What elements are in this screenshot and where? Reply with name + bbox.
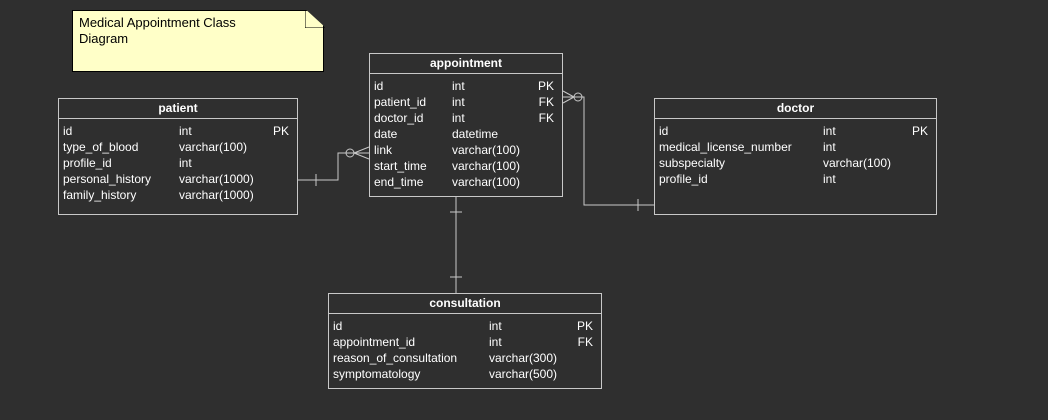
attribute-key (271, 171, 293, 187)
attribute-key (534, 174, 558, 190)
relation-appointment-consultation (450, 197, 462, 293)
diagram-note: Medical Appointment Class Diagram (72, 10, 324, 72)
attribute-name: doctor_id (374, 111, 424, 125)
attribute-key (534, 126, 558, 142)
relation-patient-appointment (298, 146, 370, 186)
attribute-key (271, 155, 293, 171)
attribute-key (573, 350, 597, 366)
attribute-name: id (63, 124, 73, 138)
entity-patient[interactable]: patient id int PK type_of_blood varchar(100)… (58, 98, 298, 215)
attribute-row: link varchar(100) (374, 142, 558, 158)
attribute-name: end_time (374, 175, 424, 189)
attribute-type: varchar(500) (489, 367, 558, 381)
entity-title: appointment (370, 54, 562, 74)
attribute-key (905, 139, 932, 155)
attribute-name: type_of_blood (63, 140, 139, 154)
attribute-row: personal_history varchar(1000) (63, 171, 293, 187)
attribute-row: family_history varchar(1000) (63, 187, 293, 203)
attribute-name: patient_id (374, 95, 427, 109)
attribute-row: start_time varchar(100) (374, 158, 558, 174)
attribute-name: id (659, 124, 669, 138)
attribute-key: FK (538, 111, 554, 125)
attribute-row: appointment_id int FK (333, 334, 597, 350)
attribute-type: int (489, 319, 502, 333)
attribute-type: varchar(300) (489, 351, 558, 365)
attribute-row: date datetime (374, 126, 558, 142)
attribute-name: link (374, 143, 393, 157)
attribute-row: profile_id int (659, 171, 932, 187)
entity-title: patient (59, 99, 297, 119)
attribute-type: int (452, 95, 465, 109)
attribute-row: type_of_blood varchar(100) (63, 139, 293, 155)
attribute-name: reason_of_consultation (333, 351, 458, 365)
attribute-name: medical_license_number (659, 140, 792, 154)
attribute-name: start_time (374, 159, 427, 173)
attribute-type: varchar(100) (452, 143, 521, 157)
attribute-key: FK (538, 95, 554, 109)
attribute-row: patient_id int FK (374, 94, 558, 110)
attribute-type: int (452, 79, 465, 93)
attribute-type: varchar(1000) (179, 172, 254, 186)
attribute-key (271, 187, 293, 203)
attribute-key: PK (576, 319, 593, 333)
attribute-row: profile_id int (63, 155, 293, 171)
attribute-row: doctor_id int FK (374, 110, 558, 126)
relation-doctor-appointment (562, 90, 654, 211)
attribute-key (905, 171, 932, 187)
attribute-row: id int PK (333, 318, 597, 334)
attribute-type: int (823, 124, 836, 138)
attribute-type: varchar(100) (452, 159, 521, 173)
attribute-name: symptomatology (333, 367, 421, 381)
attribute-row: medical_license_number int (659, 139, 932, 155)
attribute-type: varchar(1000) (179, 188, 254, 202)
attribute-key: PK (537, 79, 554, 93)
attribute-name: id (333, 319, 343, 333)
attribute-key (271, 139, 293, 155)
attribute-key (905, 155, 932, 171)
attribute-type: int (179, 156, 192, 170)
attribute-name: profile_id (63, 156, 112, 170)
attribute-type: varchar(100) (452, 175, 521, 189)
attribute-type: int (823, 140, 836, 154)
attribute-type: varchar(100) (823, 156, 892, 170)
attribute-key (573, 366, 597, 382)
attribute-row: id int PK (374, 78, 558, 94)
entity-title: consultation (329, 294, 601, 314)
attribute-name: date (374, 127, 398, 141)
attribute-type: int (489, 335, 502, 349)
attribute-type: int (452, 111, 465, 125)
attribute-name: personal_history (63, 172, 152, 186)
attribute-name: profile_id (659, 172, 708, 186)
entity-title: doctor (655, 99, 936, 119)
attribute-name: appointment_id (333, 335, 416, 349)
attribute-row: reason_of_consultation varchar(300) (333, 350, 597, 366)
attribute-key: FK (577, 335, 593, 349)
attribute-name: subspecialty (659, 156, 726, 170)
attribute-name: id (374, 79, 384, 93)
attribute-type: int (823, 172, 836, 186)
attribute-row: subspecialty varchar(100) (659, 155, 932, 171)
attribute-key: PK (911, 124, 928, 138)
attribute-row: end_time varchar(100) (374, 174, 558, 190)
attribute-type: varchar(100) (179, 140, 248, 154)
attribute-row: id int PK (659, 123, 932, 139)
attribute-key: PK (272, 124, 289, 138)
attribute-key (534, 158, 558, 174)
attribute-row: id int PK (63, 123, 293, 139)
attribute-type: int (179, 124, 192, 138)
attribute-row: symptomatology varchar(500) (333, 366, 597, 382)
attribute-name: family_history (63, 188, 137, 202)
attribute-key (534, 142, 558, 158)
attribute-type: datetime (452, 127, 499, 141)
